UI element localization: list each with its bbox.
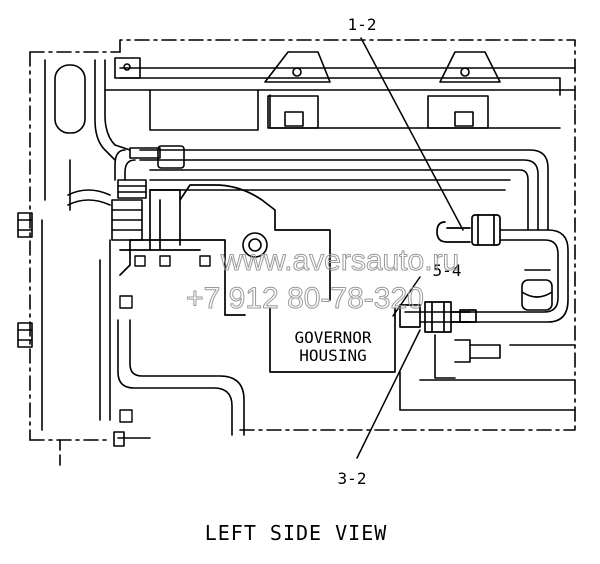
leader-lines bbox=[356, 37, 464, 459]
leader-5-4 bbox=[392, 276, 421, 317]
lifting-bracket-2 bbox=[439, 51, 501, 127]
left-rails bbox=[41, 59, 131, 431]
elbow-fitting-upper-left bbox=[114, 145, 185, 199]
fitting-3-2 bbox=[399, 301, 477, 333]
callout-1-2: 1-2 bbox=[348, 15, 377, 34]
watermark-phone: +7 912 80-78-320 bbox=[186, 282, 424, 315]
governor-bolts bbox=[119, 255, 211, 423]
fuel-filter-canister bbox=[521, 269, 553, 311]
left-edge-bolt-2 bbox=[17, 322, 33, 348]
lower-right-components bbox=[399, 334, 576, 411]
hose-clamp-left bbox=[67, 189, 143, 241]
leader-1-2 bbox=[360, 37, 464, 231]
watermark-site: www.aversauto.ru bbox=[220, 244, 459, 277]
bottom-flange bbox=[113, 431, 151, 447]
leader-3-2 bbox=[356, 329, 421, 459]
governor-label-line2: HOUSING bbox=[299, 346, 366, 365]
governor-housing-label: GOVERNOR HOUSING bbox=[294, 328, 371, 365]
callout-5-4: 5-4 bbox=[433, 261, 462, 280]
lower-bent-pipe bbox=[117, 319, 245, 436]
corner-bracket bbox=[44, 57, 141, 201]
diagram-caption: LEFT SIDE VIEW bbox=[205, 521, 388, 545]
governor-plug bbox=[242, 232, 268, 258]
governor-label-line1: GOVERNOR bbox=[294, 328, 371, 347]
left-edge-bolt-1 bbox=[17, 212, 33, 238]
watermark: www.aversauto.ru +7 912 80-78-320 bbox=[186, 244, 460, 316]
lifting-bracket-1 bbox=[264, 51, 331, 127]
fitting-1-2 bbox=[436, 214, 501, 246]
engine-block-outline bbox=[29, 39, 576, 471]
governor-housing-body bbox=[119, 184, 396, 373]
callout-3-2: 3-2 bbox=[338, 469, 367, 488]
fuel-line-upper bbox=[139, 149, 549, 231]
cylinder-head bbox=[104, 67, 576, 131]
